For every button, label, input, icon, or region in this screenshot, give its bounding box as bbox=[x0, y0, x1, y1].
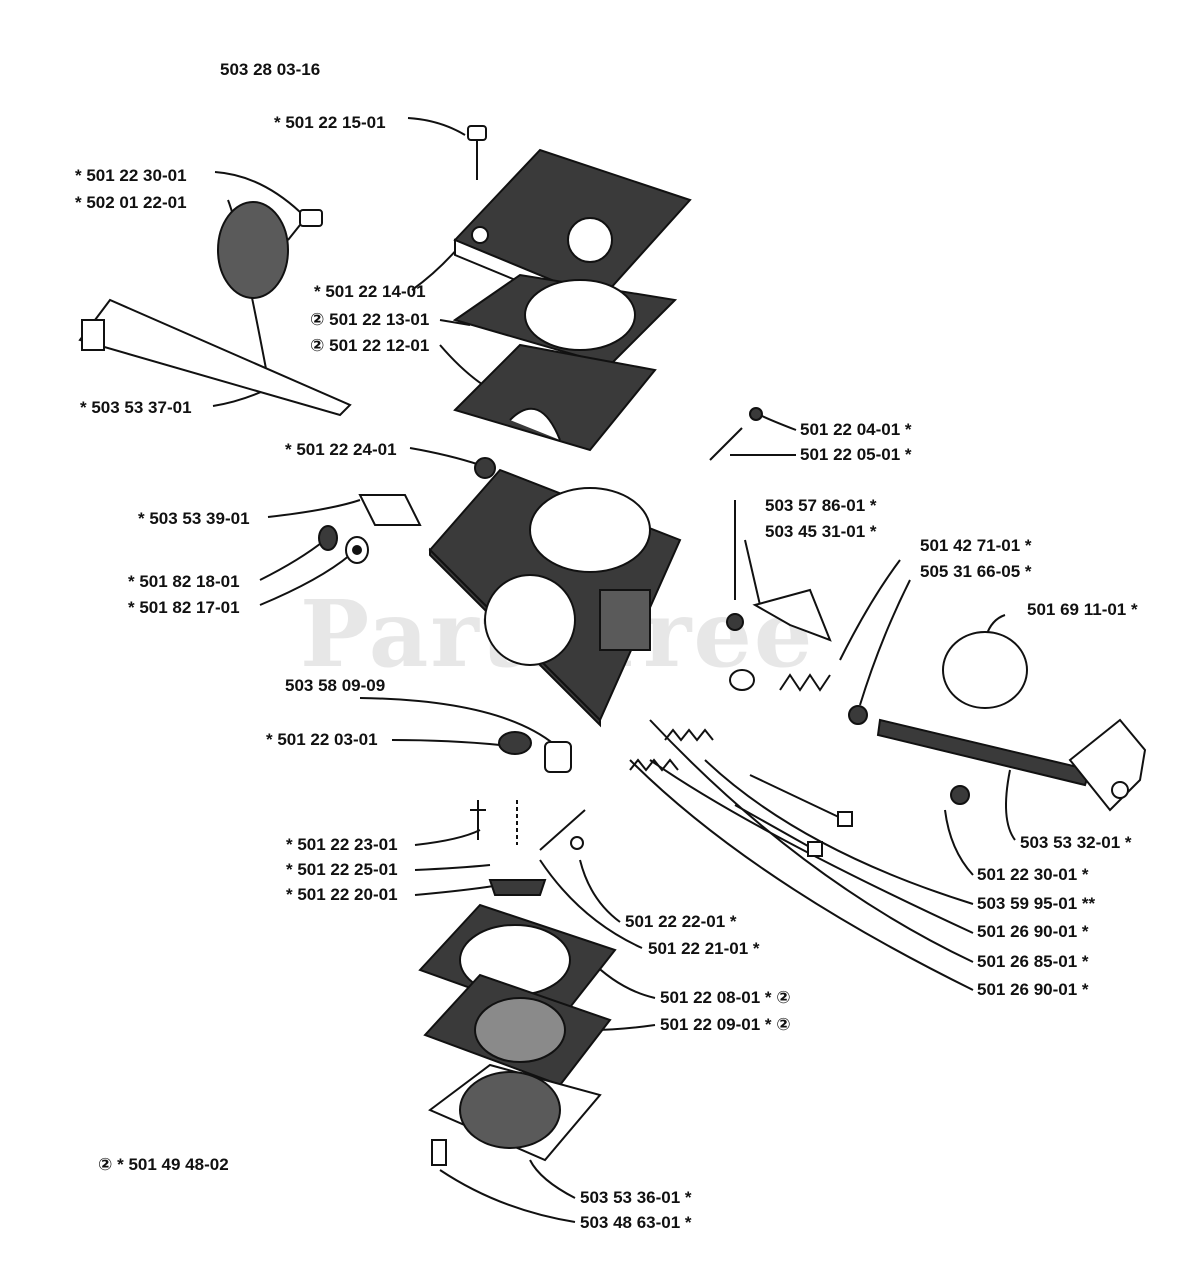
part-label: 501 22 21-01 * bbox=[648, 939, 760, 958]
part-label: ② 501 22 13-01 bbox=[310, 310, 430, 329]
part-label: 503 53 36-01 * bbox=[580, 1188, 692, 1207]
part-label: 501 42 71-01 * bbox=[920, 536, 1032, 555]
diagram-title: 503 28 03-16 bbox=[220, 60, 321, 79]
part-label: ② 501 22 12-01 bbox=[310, 336, 430, 355]
part-label: 503 59 95-01 ** bbox=[977, 894, 1096, 913]
part-label: * 501 22 15-01 bbox=[274, 113, 386, 132]
part-label: * 501 22 20-01 bbox=[286, 885, 398, 904]
part-label: * 503 53 39-01 bbox=[138, 509, 250, 528]
part-label: 501 26 90-01 * bbox=[977, 922, 1089, 941]
part-label: 503 58 09-09 bbox=[285, 676, 386, 695]
part-label: 501 69 11-01 * bbox=[1027, 600, 1138, 619]
part-label: 503 45 31-01 * bbox=[765, 522, 877, 541]
part-label: * 502 01 22-01 bbox=[75, 193, 187, 212]
part-label: * 501 22 14-01 bbox=[314, 282, 426, 301]
part-label: 501 22 09-01 * ② bbox=[660, 1015, 791, 1034]
part-label: 501 22 05-01 * bbox=[800, 445, 912, 464]
part-label: 501 22 08-01 * ② bbox=[660, 988, 791, 1007]
part-label: 501 22 04-01 * bbox=[800, 420, 912, 439]
part-label: 501 26 90-01 * bbox=[977, 980, 1089, 999]
part-label: 505 31 66-05 * bbox=[920, 562, 1032, 581]
part-label: 501 26 85-01 * bbox=[977, 952, 1089, 971]
part-label: 501 22 30-01 * bbox=[977, 865, 1089, 884]
part-label: * 501 22 03-01 bbox=[266, 730, 378, 749]
part-label: * 501 22 25-01 bbox=[286, 860, 398, 879]
part-label: 503 48 63-01 * bbox=[580, 1213, 692, 1232]
part-label: * 501 82 17-01 bbox=[128, 598, 240, 617]
part-label: * 501 82 18-01 bbox=[128, 572, 240, 591]
part-label: 503 53 32-01 * bbox=[1020, 833, 1132, 852]
part-label: * 503 53 37-01 bbox=[80, 398, 192, 417]
part-label: 501 22 22-01 * bbox=[625, 912, 737, 931]
footnote: ② * 501 49 48-02 bbox=[98, 1155, 229, 1174]
part-label: * 501 22 23-01 bbox=[286, 835, 398, 854]
part-label: * 501 22 30-01 bbox=[75, 166, 187, 185]
part-label: * 501 22 24-01 bbox=[285, 440, 397, 459]
part-label: 503 57 86-01 * bbox=[765, 496, 877, 515]
